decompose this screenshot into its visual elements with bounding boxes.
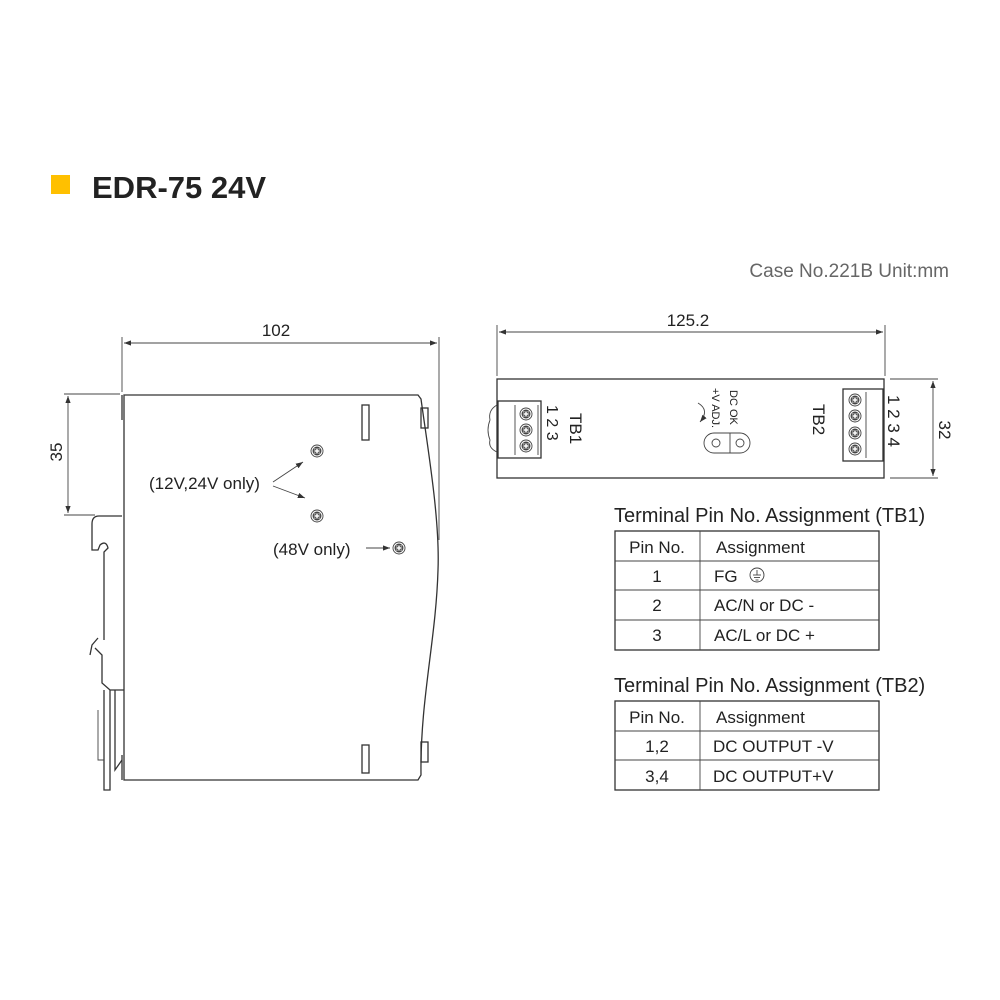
tb2-header-pin: Pin No. bbox=[629, 708, 685, 727]
tb2-row-pin: 1,2 bbox=[645, 737, 669, 756]
side-height-dim: 35 bbox=[47, 443, 66, 462]
tb1-row-pin: 1 bbox=[652, 567, 661, 586]
page-title: EDR-75 24V bbox=[92, 170, 266, 205]
tb1-table: Terminal Pin No. Assignment (TB1) Pin No… bbox=[614, 505, 925, 651]
top-view: 125.2 32 1 2 3 TB1 DC OK +V ADJ. 1 2 3 4… bbox=[487, 311, 954, 479]
tb1-row-assignment: AC/N or DC - bbox=[714, 596, 814, 615]
tb1-pin-numbers: 1 2 3 bbox=[543, 405, 560, 441]
top-height-dim: 32 bbox=[935, 421, 954, 440]
title-accent-square bbox=[51, 175, 70, 194]
tb2-table: Terminal Pin No. Assignment (TB2) Pin No… bbox=[614, 675, 925, 791]
tb1-row-pin: 2 bbox=[652, 596, 661, 615]
tb1-header-pin: Pin No. bbox=[629, 538, 685, 557]
tb2-header-assignment: Assignment bbox=[716, 708, 805, 727]
screw-icon bbox=[310, 444, 324, 458]
tb1-header-assignment: Assignment bbox=[716, 538, 805, 557]
ground-icon bbox=[749, 567, 765, 583]
side-width-dim: 102 bbox=[262, 321, 290, 340]
tb2-row-pin: 3,4 bbox=[645, 767, 669, 786]
tb1-row-assignment: AC/L or DC + bbox=[714, 626, 815, 645]
tb2-label: TB2 bbox=[809, 404, 828, 435]
tb2-row-assignment: DC OUTPUT -V bbox=[713, 737, 834, 756]
tb1-row-assignment: FG bbox=[714, 567, 738, 586]
label-48v-only: (48V only) bbox=[273, 540, 350, 559]
dc-ok-label: DC OK bbox=[727, 390, 739, 426]
v-adj-label: +V ADJ. bbox=[709, 388, 721, 428]
tb2-row-assignment: DC OUTPUT+V bbox=[713, 767, 834, 786]
tb1-row-pin: 3 bbox=[652, 626, 661, 645]
case-info: Case No.221B Unit:mm bbox=[749, 261, 949, 282]
screw-icon bbox=[392, 541, 406, 555]
screw-icon bbox=[310, 509, 324, 523]
tb2-table-title: Terminal Pin No. Assignment (TB2) bbox=[614, 675, 925, 697]
label-12v-24v-only: (12V,24V only) bbox=[149, 474, 260, 493]
tb1-label: TB1 bbox=[566, 413, 585, 444]
top-width-dim: 125.2 bbox=[667, 311, 710, 330]
tb1-table-title: Terminal Pin No. Assignment (TB1) bbox=[614, 505, 925, 527]
side-view: 102 35 (12V,24V only) (48V only) bbox=[47, 321, 440, 791]
tb2-pin-numbers: 1 2 3 4 bbox=[884, 395, 903, 447]
